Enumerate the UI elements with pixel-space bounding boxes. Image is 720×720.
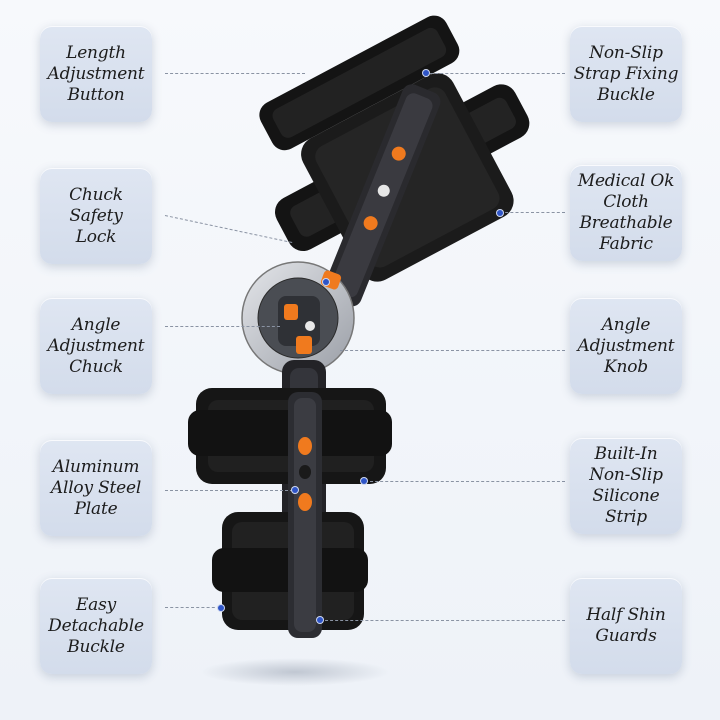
label-angle-adjustment-chuck: Angle Adjustment Chuck [40, 298, 152, 394]
label-easy-detachable-buckle: Easy Detachable Buckle [40, 578, 152, 674]
floor-shadow [200, 658, 390, 686]
leader-silicone-strip [365, 481, 565, 482]
label-half-shin-guards: Half Shin Guards [570, 578, 682, 674]
leader-buckle [165, 607, 220, 608]
leader-shin-guards [320, 620, 565, 621]
leader-aluminum-plate [165, 490, 293, 491]
leader-fabric [500, 212, 565, 213]
leader-angle-knob [340, 350, 565, 351]
leader-angle-chuck [165, 326, 280, 327]
upper-hinge-bar [323, 84, 441, 307]
pin-buckle [218, 605, 224, 611]
label-medical-ok-cloth-fabric: Medical Ok Cloth Breathable Fabric [570, 165, 682, 261]
label-aluminum-alloy-steel-plate: Aluminum Alloy Steel Plate [40, 440, 152, 536]
label-length-adjustment-button: Length Adjustment Button [40, 26, 152, 122]
label-chuck-safety-lock: Chuck Safety Lock [40, 168, 152, 264]
pin-length-adjustment [423, 70, 429, 76]
label-non-slip-strap-fixing-buckle: Non-Slip Strap Fixing Buckle [570, 26, 682, 122]
pin-silicone-strip [361, 478, 367, 484]
label-built-in-silicone-strip: Built-In Non-Slip Silicone Strip [570, 438, 682, 534]
leader-length-adjustment [165, 73, 305, 74]
label-angle-adjustment-knob: Angle Adjustment Knob [570, 298, 682, 394]
pin-shin-guards [317, 617, 323, 623]
leader-strap-buckle [425, 73, 565, 74]
pin-aluminum-plate [292, 487, 298, 493]
pin-chuck-safety [323, 279, 329, 285]
pin-fabric [497, 210, 503, 216]
